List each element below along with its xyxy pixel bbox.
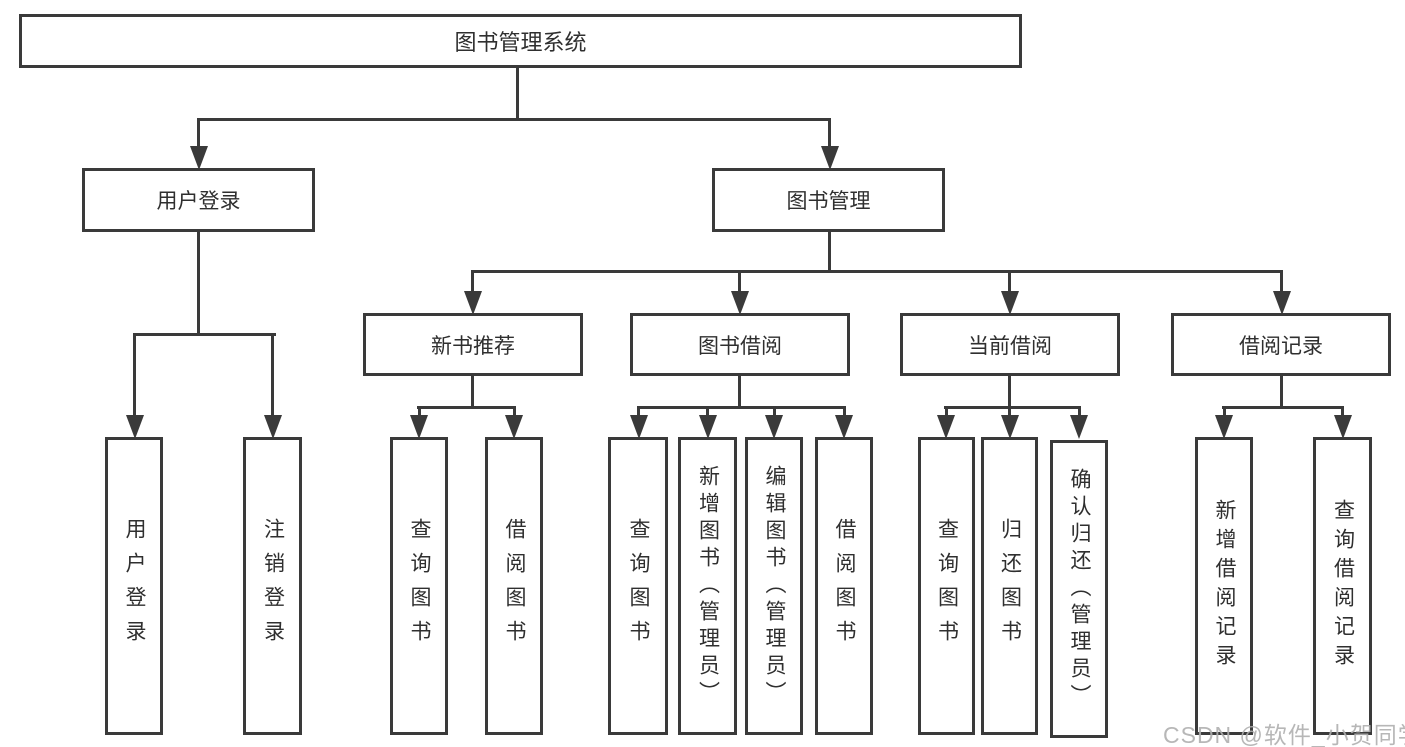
leaf-borrow-books-recommend: 借阅图书: [485, 437, 543, 735]
arrowhead-down-icon: [1272, 291, 1291, 315]
leaf-label: 注销登录: [261, 518, 285, 654]
arrowhead-down-icon: [464, 291, 482, 315]
node-label: 新书推荐: [431, 334, 515, 358]
connector-line: [842, 406, 846, 415]
connector-line: [1077, 406, 1081, 415]
connector-line: [471, 376, 474, 408]
node-user-login: 用户登录: [82, 168, 315, 232]
leaf-query-books-recommend: 查询图书: [390, 437, 448, 735]
node-label: 图书管理: [786, 190, 871, 213]
connector-line: [772, 406, 776, 415]
connector-line: [828, 232, 831, 272]
connector-line: [1008, 376, 1011, 408]
connector-line: [417, 406, 516, 409]
arrowhead-down-icon: [937, 415, 955, 439]
arrowhead-down-icon: [731, 291, 749, 315]
arrowhead-down-icon: [505, 415, 523, 439]
node-label: 当前借阅: [968, 334, 1052, 358]
arrowhead-down-icon: [820, 146, 839, 170]
arrowhead-down-icon: [1215, 415, 1233, 439]
leaf-logout: 注销登录: [243, 437, 302, 735]
connector-line: [1008, 406, 1011, 415]
connector-line: [512, 406, 516, 415]
arrowhead-down-icon: [629, 415, 648, 439]
arrowhead-down-icon: [125, 415, 144, 439]
leaf-query-borrow-record: 查询借阅记录: [1313, 437, 1372, 735]
node-label: 图书管理系统: [454, 30, 587, 55]
connector-line: [1280, 376, 1283, 408]
arrowhead-down-icon: [410, 415, 428, 439]
leaf-label: 查询图书: [935, 518, 959, 654]
leaf-label: 新增图书（管理员）: [696, 464, 720, 708]
node-new-book-recommendation: 新书推荐: [363, 313, 583, 376]
connector-line: [472, 270, 1283, 273]
connector-line: [197, 232, 200, 335]
leaf-label: 确认归还（管理员）: [1068, 467, 1091, 711]
arrowhead-down-icon: [1000, 415, 1019, 439]
leaf-label: 新增借阅记录: [1213, 499, 1236, 673]
node-library-management-system: 图书管理系统: [19, 14, 1022, 68]
arrowhead-down-icon: [1001, 291, 1019, 315]
arrowhead-down-icon: [835, 415, 853, 439]
connector-line: [1222, 406, 1226, 415]
connector-line: [1341, 406, 1344, 415]
arrowhead-down-icon: [1333, 415, 1352, 439]
leaf-edit-books-admin: 编辑图书（管理员）: [745, 437, 803, 735]
leaf-borrow-books: 借阅图书: [815, 437, 873, 735]
connector-line: [133, 333, 276, 336]
connector-line: [471, 270, 474, 291]
connector-line: [738, 270, 741, 291]
arrowhead-down-icon: [1070, 415, 1088, 439]
arrowhead-down-icon: [189, 146, 208, 170]
connector-line: [637, 406, 640, 415]
node-book-borrowing: 图书借阅: [630, 313, 850, 376]
leaf-label: 查询图书: [627, 518, 650, 654]
connector-line: [417, 406, 421, 415]
leaf-query-books-current: 查询图书: [918, 437, 975, 735]
connector-line: [1008, 270, 1011, 291]
leaf-label: 用户登录: [123, 518, 146, 654]
connector-line: [1222, 406, 1344, 409]
connector-line: [828, 118, 831, 146]
connector-line: [637, 406, 846, 409]
leaf-return-books: 归还图书: [981, 437, 1038, 735]
connector-line: [197, 118, 200, 146]
connector-line: [944, 406, 948, 415]
leaf-query-books-borrow: 查询图书: [608, 437, 668, 735]
connector-line: [197, 118, 831, 121]
leaf-label: 查询借阅记录: [1331, 499, 1355, 673]
connector-line: [944, 406, 1081, 409]
arrowhead-down-icon: [264, 415, 282, 439]
node-label: 图书借阅: [698, 334, 782, 358]
leaf-user-login: 用户登录: [105, 437, 163, 735]
node-label: 借阅记录: [1239, 334, 1323, 358]
node-borrowing-records: 借阅记录: [1171, 313, 1391, 376]
connector-line: [516, 68, 519, 120]
connector-line: [706, 406, 709, 415]
arrowhead-down-icon: [765, 415, 783, 439]
connector-line: [133, 333, 136, 415]
leaf-add-borrow-record: 新增借阅记录: [1195, 437, 1253, 735]
node-label: 用户登录: [156, 190, 241, 213]
leaf-label: 查询图书: [408, 518, 431, 654]
csdn-watermark: CSDN @软件_小贺同学: [1163, 722, 1405, 747]
leaf-confirm-return-admin: 确认归还（管理员）: [1050, 440, 1108, 738]
leaf-label: 借阅图书: [833, 518, 856, 654]
node-current-borrowing: 当前借阅: [900, 313, 1120, 376]
leaf-label: 归还图书: [998, 518, 1022, 654]
leaf-label: 借阅图书: [503, 518, 526, 654]
connector-line: [1280, 270, 1283, 291]
leaf-add-books-admin: 新增图书（管理员）: [678, 437, 737, 735]
connector-line: [738, 376, 741, 408]
connector-line: [271, 333, 274, 415]
leaf-label: 编辑图书（管理员）: [763, 464, 786, 708]
arrowhead-down-icon: [698, 415, 717, 439]
node-book-management: 图书管理: [712, 168, 945, 232]
